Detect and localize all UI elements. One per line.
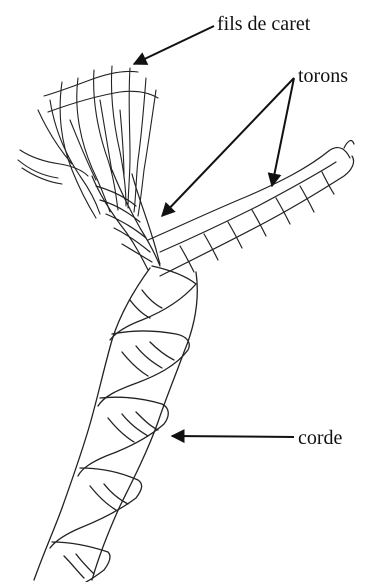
pointer-arrows [134, 26, 294, 437]
label-strands: torons [298, 66, 348, 86]
arrow-to-rope [172, 436, 294, 437]
label-rope: corde [298, 428, 342, 448]
yarn-tuft [18, 66, 158, 218]
right-strand [148, 141, 354, 276]
rope-body [34, 266, 197, 582]
arrow-to-left-strand [162, 78, 294, 216]
upper-strand [92, 170, 160, 270]
arrow-to-right-strand [272, 78, 294, 186]
label-yarns: fils de caret [217, 14, 310, 34]
arrow-to-yarns [134, 26, 214, 64]
